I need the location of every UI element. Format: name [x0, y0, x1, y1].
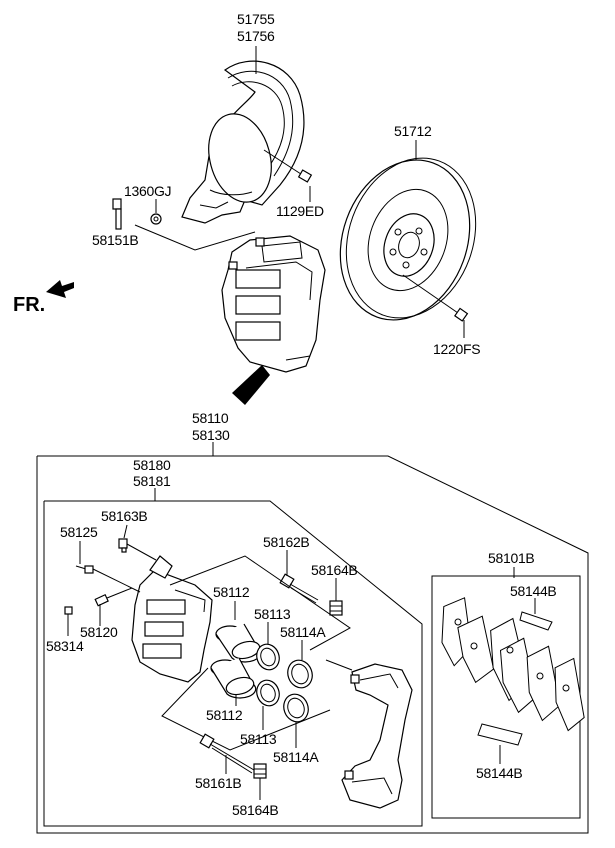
dust-shield	[181, 60, 305, 224]
bleeder-fitting-part	[94, 593, 109, 607]
label-body-b: 58181	[133, 473, 171, 489]
label-disc: 51712	[394, 123, 432, 139]
label-piston-lower: 58112	[206, 707, 243, 723]
caliper-body	[131, 555, 213, 683]
label-clip-upper: 58144B	[510, 583, 556, 599]
leader-fitting-body	[106, 587, 133, 599]
label-assembly-b: 58130	[192, 427, 230, 443]
boot-lower-part	[253, 763, 267, 779]
label-boot-ring-lower: 58114A	[273, 749, 319, 765]
pad-clip-upper-part	[519, 611, 553, 631]
boot-ring-upper-part	[287, 659, 313, 689]
guide-pin-upper-part	[279, 573, 319, 604]
front-arrow-icon	[46, 280, 74, 298]
frame-upper	[169, 555, 351, 651]
label-shield-b: 51756	[237, 28, 275, 44]
label-mount-bolt: 58151B	[92, 232, 138, 248]
leader-bleeder-cap-label	[123, 524, 128, 539]
boot-ring-lower-part	[283, 693, 309, 723]
label-plug: 58314	[46, 638, 84, 654]
seal-lower-part	[256, 679, 280, 707]
mount-bolt	[112, 198, 122, 230]
label-guide-pin-lower: 58161B	[195, 775, 241, 791]
pad-clip-lower-part	[477, 723, 523, 746]
assembly-arrow-icon	[232, 365, 270, 405]
label-shield-bolt: 1129ED	[276, 203, 324, 219]
bleeder-cap-part	[118, 538, 128, 553]
label-seal-lower: 58113	[240, 731, 277, 747]
label-bleeder-screw: 58125	[60, 524, 98, 540]
leader-bleeder-to-body	[92, 568, 141, 593]
leader-mount-bolt	[134, 224, 256, 251]
guide-pin-lower-part	[199, 733, 255, 774]
label-bleeder-cap: 58163B	[101, 508, 147, 524]
frame-bracket	[325, 659, 353, 671]
boot-upper-part	[329, 600, 343, 616]
washer-part	[150, 213, 162, 225]
piston-lower-part	[210, 657, 257, 699]
brake-disc	[339, 157, 477, 321]
label-shield-a: 51755	[237, 11, 275, 27]
label-boot-upper: 58164B	[311, 562, 357, 578]
label-pad-kit: 58101B	[488, 550, 534, 566]
outer-box	[36, 455, 589, 834]
bleeder-plug-part	[64, 606, 73, 615]
label-assembly-a: 58110	[192, 410, 229, 426]
piston-upper-part	[215, 623, 262, 663]
label-front: FR.	[13, 294, 45, 316]
label-guide-pin-upper: 58162B	[263, 534, 309, 550]
label-fitting: 58120	[80, 624, 118, 640]
disc-screw	[402, 274, 469, 322]
label-boot-lower: 58164B	[232, 802, 278, 818]
frame-lower	[161, 667, 331, 751]
label-body-a: 58180	[133, 457, 171, 473]
carrier-bracket	[341, 663, 413, 809]
leader-bleeder-cap	[126, 543, 157, 561]
shield-bolt	[263, 149, 313, 183]
label-piston-upper: 58112	[213, 584, 250, 600]
brake-pads	[441, 597, 585, 732]
label-seal-upper: 58113	[254, 606, 291, 622]
bleeder-screw-part	[75, 565, 94, 574]
caliper-assembly-top	[221, 235, 326, 373]
label-boot-ring-upper: 58114A	[280, 624, 326, 640]
label-clip-lower: 58144B	[476, 765, 522, 781]
label-washer: 1360GJ	[124, 183, 171, 199]
label-disc-screw: 1220FS	[433, 341, 480, 357]
caliper-box	[43, 500, 423, 827]
